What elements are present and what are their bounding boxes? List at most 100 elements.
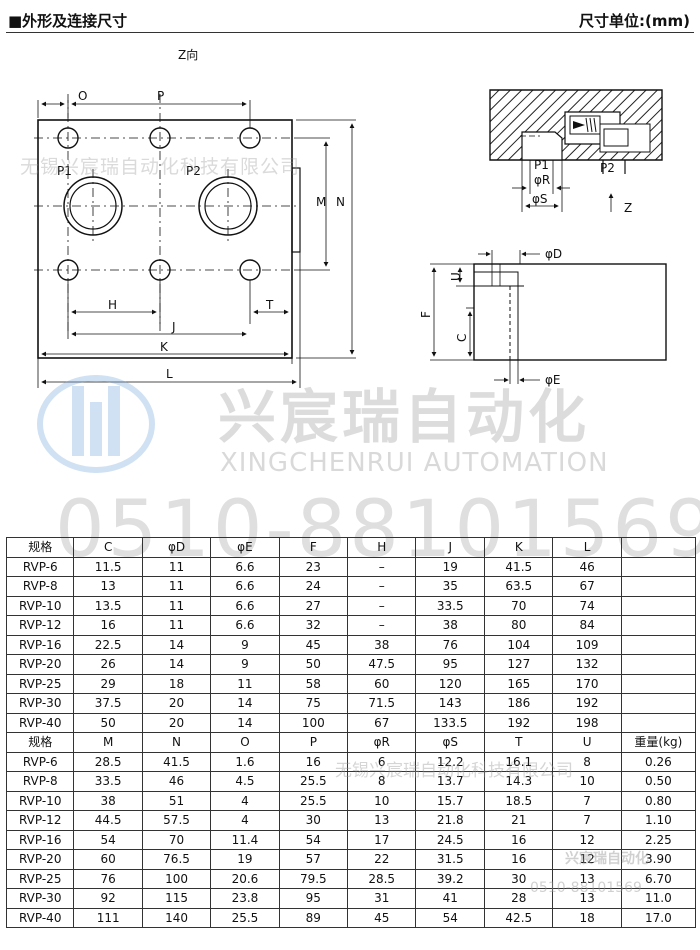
- sec-phir-label: φR: [534, 173, 550, 187]
- table-cell: RVP-30: [5, 693, 75, 714]
- table-cell: 27: [278, 595, 349, 616]
- drawing-svg: Z向 P1 P2: [34, 47, 667, 388]
- table-cell: 23: [278, 556, 349, 577]
- table-cell: 25.5: [210, 907, 280, 928]
- table-cell: 70: [484, 595, 554, 616]
- table-cell: 60: [347, 673, 417, 694]
- port-p1-label: P1: [57, 164, 72, 178]
- table-cell: RVP-6: [5, 751, 75, 772]
- watermark-phone-small: 0510-88101569: [530, 880, 642, 896]
- port-p2-label: P2: [186, 164, 201, 178]
- column-header: F: [278, 537, 349, 558]
- watermark-brand: 兴宸瑞自动化: [218, 383, 591, 451]
- column-header: J: [415, 537, 486, 558]
- column-header: [620, 537, 697, 558]
- table-cell: 11: [141, 576, 212, 597]
- sec-p1-label: P1: [534, 158, 549, 172]
- table-cell: 60: [73, 849, 143, 870]
- table-cell: 28.5: [73, 751, 143, 772]
- table-cell: 30: [278, 810, 349, 831]
- table-cell: 50: [278, 654, 349, 675]
- table-cell: 132: [552, 654, 622, 675]
- table-cell: 76: [415, 634, 486, 655]
- dim-n-label: N: [336, 195, 345, 209]
- table-cell: 16: [484, 849, 554, 870]
- table-cell: 1.10: [620, 810, 697, 831]
- table-cell: 35: [415, 576, 486, 597]
- table-cell: 1.6: [210, 751, 280, 772]
- table-cell: 11: [141, 595, 212, 616]
- table-cell: 16: [73, 615, 143, 636]
- column-header: U: [552, 732, 622, 753]
- table-cell: 0.50: [620, 771, 697, 792]
- table-cell: 0.80: [620, 790, 697, 811]
- table-cell: 6.6: [210, 595, 280, 616]
- table-cell: 17: [347, 829, 417, 850]
- table-cell: [620, 693, 697, 714]
- table-cell: RVP-6: [5, 556, 75, 577]
- table-cell: RVP-25: [5, 673, 75, 694]
- side-phid-label: φD: [545, 247, 562, 261]
- column-header: C: [73, 537, 143, 558]
- table-cell: 11.5: [73, 556, 143, 577]
- table-cell: [620, 576, 697, 597]
- table-cell: 11.4: [210, 829, 280, 850]
- table-cell: 21: [484, 810, 554, 831]
- table-cell: 42.5: [484, 907, 554, 928]
- section-title: ■外形及连接尺寸: [8, 12, 128, 30]
- dim-bottom: [37, 252, 301, 388]
- table-cell: 32: [278, 615, 349, 636]
- column-header: H: [347, 537, 417, 558]
- table-cell: RVP-20: [5, 654, 75, 675]
- table-cell: RVP-20: [5, 849, 75, 870]
- table-cell: 29: [73, 673, 143, 694]
- table-cell: 7: [552, 790, 622, 811]
- table-cell: 7: [552, 810, 622, 831]
- column-header: O: [210, 732, 280, 753]
- table-cell: 127: [484, 654, 554, 675]
- table-cell: 14: [210, 712, 280, 733]
- table-cell: 120: [415, 673, 486, 694]
- table-cell: [620, 712, 697, 733]
- dim-k-label: K: [160, 340, 169, 354]
- unit-label: 尺寸单位:(mm): [579, 12, 690, 30]
- table-cell: 115: [141, 888, 212, 909]
- table-cell: 4: [210, 790, 280, 811]
- table-cell: 16.1: [484, 751, 554, 772]
- table-cell: 33.5: [415, 595, 486, 616]
- table-cell: 76: [73, 868, 143, 889]
- table-cell: 192: [484, 712, 554, 733]
- column-header: 重量(kg): [620, 732, 697, 753]
- dim-m-label: M: [316, 195, 326, 209]
- sec-z-label: Z: [624, 201, 632, 215]
- table-cell: RVP-10: [5, 790, 75, 811]
- sec-phis-label: φS: [532, 192, 548, 206]
- dim-t-label: T: [265, 298, 274, 312]
- table-cell: 84: [552, 615, 622, 636]
- side-view: [473, 263, 667, 361]
- table-cell: 95: [415, 654, 486, 675]
- table-cell: [620, 634, 697, 655]
- table-cell: 109: [552, 634, 622, 655]
- column-header: 规格: [5, 537, 75, 558]
- table-cell: [620, 673, 697, 694]
- table-cell: 74: [552, 595, 622, 616]
- table-cell: [620, 615, 697, 636]
- watermark-brand-en: XINGCHENRUI AUTOMATION: [220, 448, 609, 478]
- table-cell: 76.5: [141, 849, 212, 870]
- table-cell: 111: [73, 907, 143, 928]
- page-header: ■外形及连接尺寸 尺寸单位:(mm): [6, 6, 694, 33]
- table-cell: 6.70: [620, 868, 697, 889]
- table-cell: 25.5: [278, 790, 349, 811]
- table-cell: –: [347, 556, 417, 577]
